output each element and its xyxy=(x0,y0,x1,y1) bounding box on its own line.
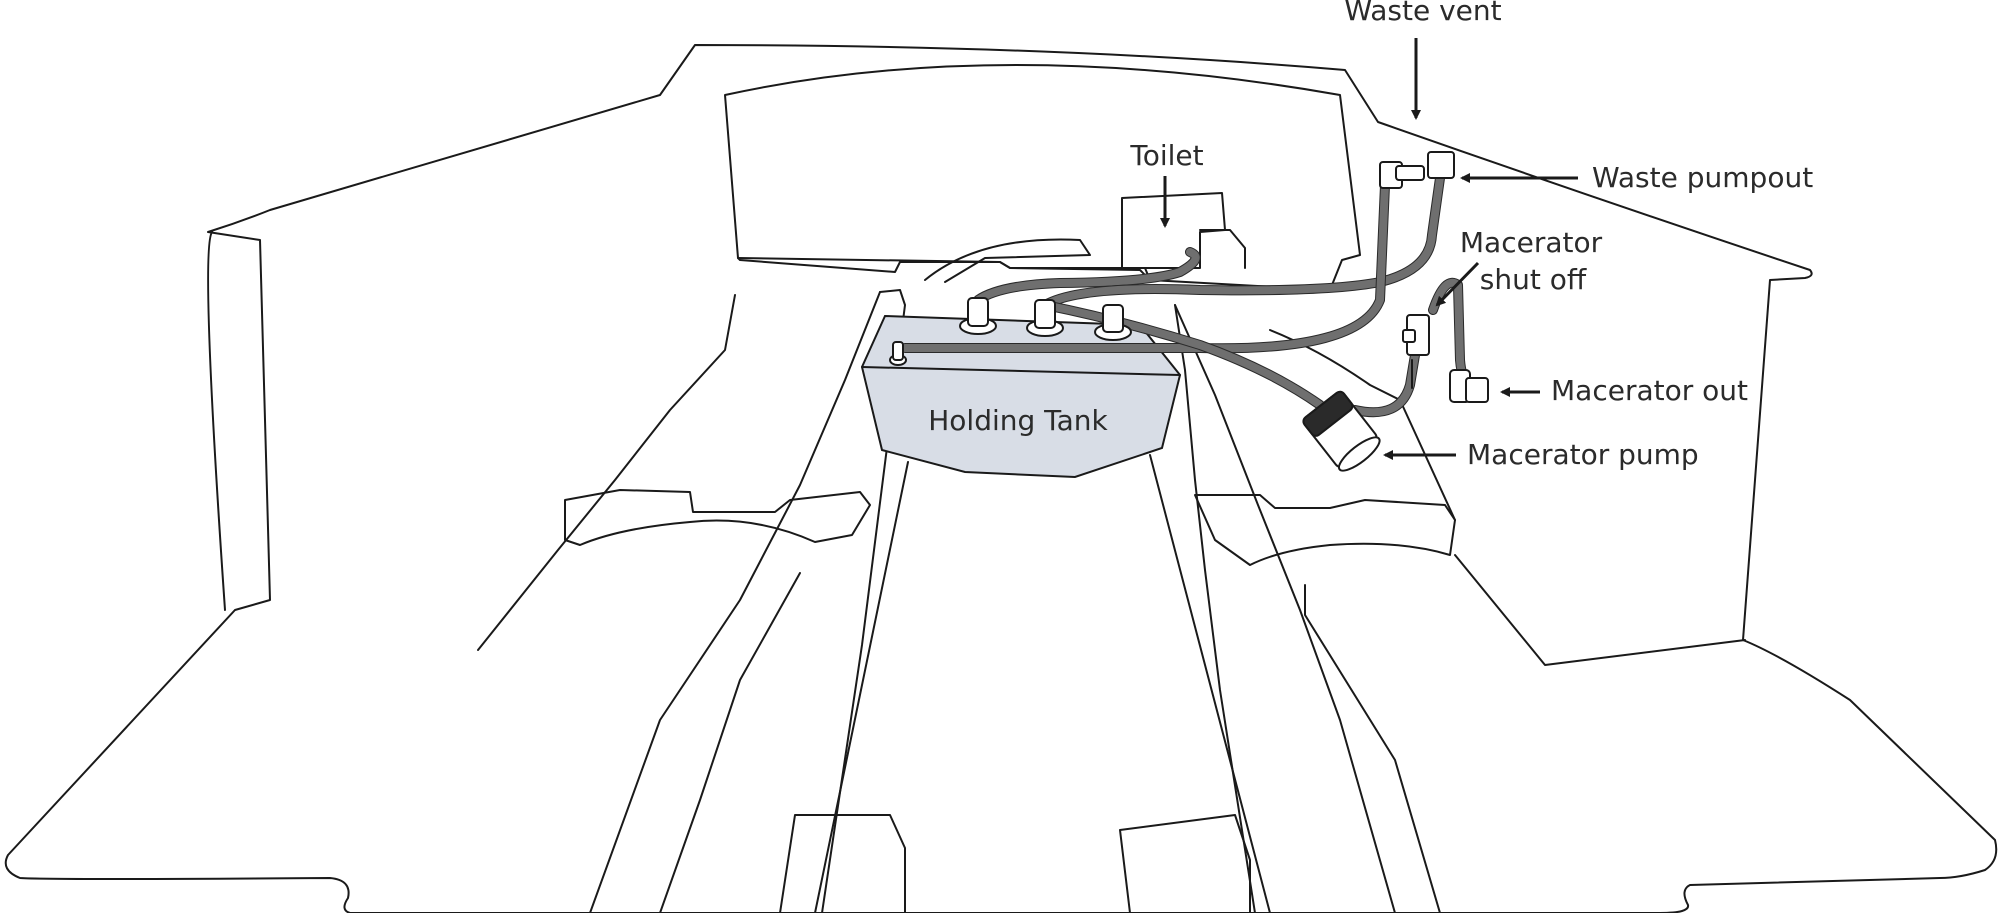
holding-tank-top-edge xyxy=(861,366,1181,376)
waste-pumpout-label: Waste pumpout xyxy=(1592,161,1813,194)
macerator-out-fitting xyxy=(1449,369,1489,403)
hull-outline xyxy=(4,44,1998,913)
pump-to-shutoff-hose xyxy=(1351,351,1419,417)
tank-fitting-2 xyxy=(1026,299,1064,337)
label-toilet: Toilet xyxy=(1129,139,1204,228)
holding-tank: Holding Tank xyxy=(860,314,1182,479)
support-arc xyxy=(924,238,1091,283)
right-frame-rib xyxy=(1194,494,1456,566)
tank-to-pump-hose xyxy=(1041,301,1324,409)
waste-vent-label: Waste vent xyxy=(1344,0,1501,27)
macerator-shutoff-arrow xyxy=(1435,261,1480,307)
macerator-shutoff-valve xyxy=(1402,314,1430,389)
left-frame-rib xyxy=(564,489,871,546)
macerator-shutoff-label-line2: shut off xyxy=(1480,263,1587,296)
holding-tank-body xyxy=(860,314,1182,479)
toilet-base xyxy=(1121,192,1226,269)
keel-right xyxy=(1149,454,1271,913)
right-lower-bay-2 xyxy=(1454,554,1746,666)
label-waste-pumpout: Waste pumpout xyxy=(1460,161,1813,194)
left-lower-bay-2 xyxy=(659,572,801,913)
macerator-shutoff-label-line1: Macerator xyxy=(1460,226,1603,259)
tank-fitting-1 xyxy=(959,297,997,335)
right-lower-bay xyxy=(1269,329,1456,521)
label-macerator-pump: Macerator pump xyxy=(1383,438,1699,471)
pump-to-shutoff-hose-edge xyxy=(1350,350,1420,418)
waste-pumpout-fitting xyxy=(1379,151,1455,189)
right-stringer xyxy=(1174,304,1396,913)
pumpout-hose xyxy=(1041,174,1444,309)
right-stringer-inner xyxy=(1174,304,1256,913)
right-bay-walls xyxy=(1304,584,1441,913)
bottom-block-right xyxy=(1119,814,1251,913)
left-stringer xyxy=(821,289,906,913)
tank-vent-fitting xyxy=(889,341,907,366)
hoses xyxy=(900,173,1480,418)
boat-hull xyxy=(4,44,1998,913)
macerator-pump-label: Macerator pump xyxy=(1467,438,1699,471)
left-bulkhead-line xyxy=(207,231,226,611)
toilet-base-step xyxy=(1199,229,1246,269)
toilet-label: Toilet xyxy=(1129,139,1203,172)
label-waste-vent: Waste vent xyxy=(1344,0,1502,120)
left-stringer-inner xyxy=(589,291,881,913)
label-macerator-out: Macerator out xyxy=(1500,374,1748,407)
toilet-to-tank-hose xyxy=(974,248,1200,304)
left-lower-bay xyxy=(477,294,736,651)
macerator-pump xyxy=(1302,390,1381,472)
holding-tank-label: Holding Tank xyxy=(928,404,1108,437)
label-macerator-shutoff: Macerator shut off xyxy=(1435,226,1603,307)
tank-fittings xyxy=(889,297,1132,366)
vent-hose xyxy=(901,181,1389,353)
macerator-out-label: Macerator out xyxy=(1551,374,1748,407)
keel-left xyxy=(814,461,909,913)
tank-fitting-3 xyxy=(1094,304,1132,341)
bottom-block-left xyxy=(779,814,906,913)
forward-deck xyxy=(737,257,1151,281)
